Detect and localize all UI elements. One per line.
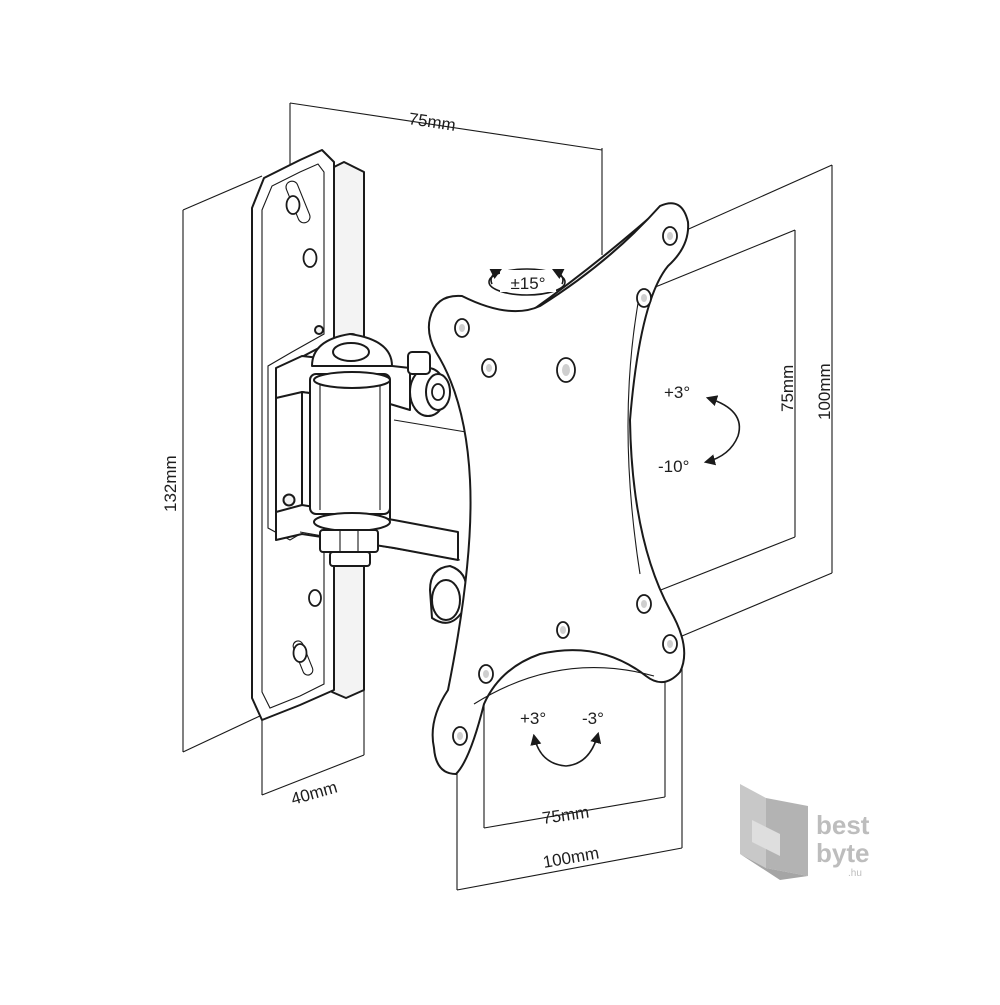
rotate-minus-label: -3° bbox=[582, 709, 604, 728]
plate-vertical-outer-label: 100mm bbox=[815, 363, 834, 420]
dimension-plate-vertical-outer: 100mm bbox=[681, 164, 834, 637]
dimension-plate-horizontal-inner: 75mm bbox=[483, 655, 666, 829]
logo-line-2: byte bbox=[816, 838, 869, 868]
wall-plate-holes bbox=[285, 195, 322, 663]
logo-suffix: .hu bbox=[848, 868, 862, 879]
bottom-depth-label: 40mm bbox=[289, 778, 340, 809]
swivel-angle-label: ±15° bbox=[510, 274, 545, 293]
dimension-left-height: 132mm bbox=[161, 175, 263, 753]
tilt-down-label: -10° bbox=[658, 457, 689, 476]
plate-vertical-inner-label: 75mm bbox=[778, 365, 797, 412]
bestbyte-logo-cube-icon bbox=[740, 784, 808, 880]
dimension-plate-vertical-inner: 75mm bbox=[647, 229, 797, 596]
tilt-indicator: +3° -10° bbox=[658, 383, 741, 476]
rotation-indicator: +3° -3° bbox=[520, 709, 604, 767]
rotate-plus-label: +3° bbox=[520, 709, 546, 728]
plate-horizontal-inner-label: 75mm bbox=[541, 803, 590, 828]
vesa-plate bbox=[427, 202, 690, 775]
plate-horizontal-outer-label: 100mm bbox=[541, 843, 600, 872]
bestbyte-logo: best byte .hu bbox=[740, 784, 870, 880]
swivel-indicator: ±15° bbox=[488, 268, 566, 296]
tilt-up-label: +3° bbox=[664, 383, 690, 402]
hinge-arm bbox=[275, 333, 468, 624]
vesa-plate-holes bbox=[452, 226, 678, 746]
top-width-label: 75mm bbox=[407, 109, 457, 135]
logo-line-1: best bbox=[816, 810, 870, 840]
left-height-label: 132mm bbox=[161, 455, 180, 512]
